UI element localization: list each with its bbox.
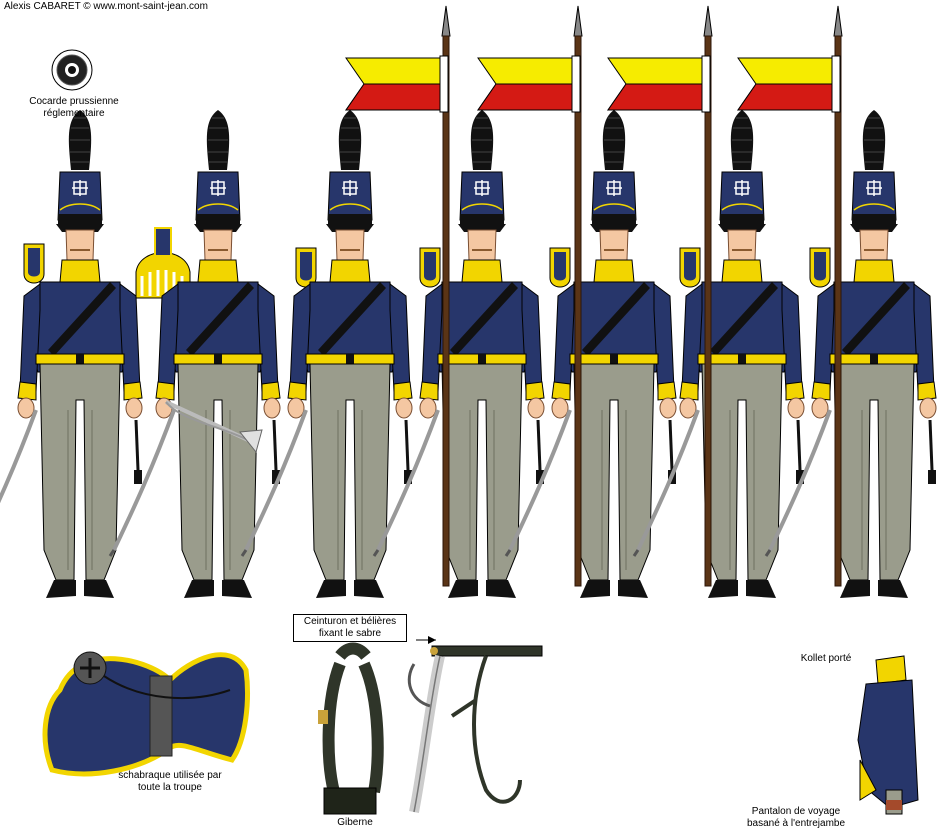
lance-pennant-icon: [477, 55, 581, 113]
trumpet-icon: [165, 400, 263, 454]
sabre-belt-icon: [407, 636, 543, 813]
epaulette-icon: [679, 247, 701, 288]
lance-pennant-icon: [345, 55, 449, 113]
officer-figure: [0, 108, 144, 600]
cockade-icon: [51, 49, 93, 91]
credit-text: Alexis CABARET © www.mont-saint-jean.com: [4, 1, 208, 12]
pouch-caption: Giberne: [337, 817, 373, 828]
belt-caption-line: Ceinturon et bélières: [303, 616, 397, 627]
kollet-icon: [857, 655, 919, 815]
saddle-cloth-icon: [42, 651, 250, 777]
saddle-cloth-caption: schabraque utilisée par toute la troupe: [100, 770, 240, 794]
trousers-caption-line: Pantalon de voyage: [751, 806, 841, 817]
trousers-caption: Pantalon de voyage basané à l'entrejambe: [726, 806, 866, 830]
epaulette-icon: [23, 243, 45, 284]
epaulette-icon: [809, 247, 831, 288]
epaulette-icon: [549, 247, 571, 288]
belt-caption: Ceinturon et bélières fixant le sabre: [293, 614, 407, 642]
pouch-icon: [318, 642, 384, 815]
saddle-cloth-caption-line: schabraque utilisée par: [118, 770, 222, 781]
kollet-caption: Kollet porté: [800, 653, 852, 664]
cockade-caption-line: Cocarde prussienne: [29, 96, 119, 107]
lance-pennant-icon: [607, 55, 711, 113]
cockade-caption: Cocarde prussienne réglementaire: [14, 96, 134, 120]
epaulette-icon: [295, 247, 317, 288]
cockade-caption-line: réglementaire: [43, 108, 105, 119]
trousers-caption-line: basané à l'entrejambe: [746, 818, 846, 829]
epaulette-icon: [419, 247, 441, 288]
belt-caption-line: fixant le sabre: [318, 628, 382, 639]
lance-pennant-icon: [737, 55, 841, 113]
saddle-cloth-caption-line: toute la troupe: [138, 782, 202, 793]
